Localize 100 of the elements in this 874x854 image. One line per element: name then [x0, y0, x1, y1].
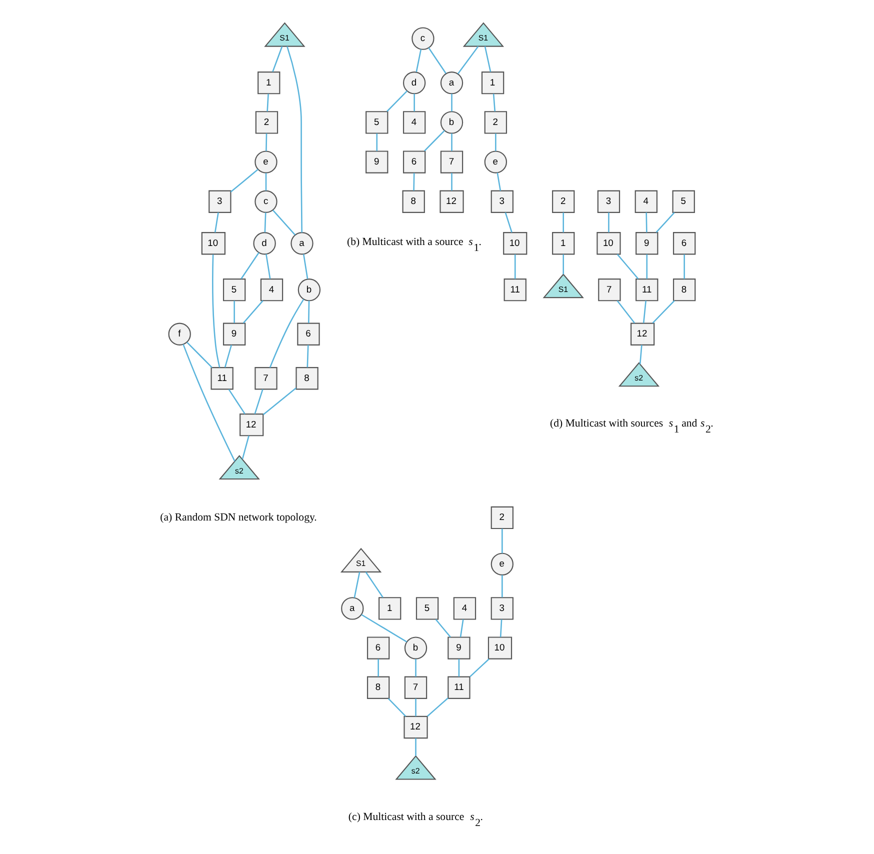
node-box: 9: [222, 322, 246, 346]
connector: [264, 212, 266, 232]
connector: [451, 172, 452, 191]
node-box: 3: [208, 190, 232, 213]
connector: [186, 342, 213, 368]
connector: [502, 528, 503, 554]
connector: [415, 698, 416, 716]
node-box: 1: [258, 72, 280, 94]
node-box: 11: [210, 367, 234, 390]
node-circle: b: [440, 111, 464, 134]
connector: [214, 212, 219, 232]
connector: [504, 212, 512, 233]
connector: [424, 130, 445, 152]
connector: [484, 46, 492, 72]
connector: [652, 300, 675, 324]
connector: [308, 300, 310, 324]
node-circle: d: [402, 72, 426, 94]
node-box: 4: [453, 597, 476, 620]
connector: [365, 572, 384, 598]
node-box: 12: [404, 716, 428, 739]
node-box: 6: [366, 636, 390, 660]
node-circle: e: [490, 552, 514, 576]
connector: [286, 46, 302, 233]
connector: [616, 254, 639, 280]
node-box: 1: [378, 597, 402, 620]
connector: [224, 344, 232, 368]
connector: [562, 254, 564, 274]
connector: [451, 94, 452, 112]
node-box: 3: [597, 190, 620, 213]
node-box: 10: [503, 232, 528, 255]
connector: [415, 738, 416, 756]
connector: [302, 254, 308, 279]
node-box: 7: [404, 676, 428, 699]
node-box: 8: [672, 278, 696, 302]
node-circle: f: [168, 322, 191, 346]
node-circle: a: [290, 232, 314, 255]
node-box: 9: [448, 636, 470, 660]
connector: [388, 698, 406, 717]
node-circle: a: [440, 72, 464, 94]
node-box: 3: [490, 190, 514, 213]
node-box: 12: [440, 190, 464, 213]
connector: [428, 47, 446, 74]
node-box: 9: [636, 232, 658, 255]
connector: [266, 133, 268, 152]
node-box: 1: [552, 232, 575, 255]
connector: [500, 619, 502, 638]
connector: [386, 90, 408, 112]
connector: [272, 210, 296, 236]
connector: [496, 172, 502, 191]
connector: [492, 94, 496, 112]
connector: [182, 344, 236, 462]
node-box: 11: [636, 278, 658, 302]
connector: [306, 344, 309, 368]
node-box: 5: [222, 278, 246, 302]
node-box: 4: [260, 278, 284, 302]
node-box: 10: [201, 232, 226, 255]
connector: [242, 300, 264, 324]
connector: [266, 94, 269, 112]
node-box: 9: [366, 150, 388, 174]
connector: [265, 172, 267, 191]
node-box: 7: [598, 278, 621, 302]
node-circle: d: [253, 232, 276, 255]
node-circle: e: [484, 150, 508, 174]
node-box: 8: [402, 190, 425, 213]
connector: [642, 300, 646, 324]
node-box: 7: [440, 150, 464, 174]
node-box: 1: [481, 72, 504, 94]
connector: [414, 94, 415, 112]
connector: [376, 133, 378, 152]
connector: [212, 254, 220, 368]
node-box: 11: [504, 278, 526, 302]
node-circle: c: [254, 190, 278, 213]
node-box: 12: [630, 322, 655, 346]
connector: [413, 172, 415, 191]
connector: [639, 344, 642, 364]
connector: [470, 658, 490, 678]
connector: [266, 254, 271, 279]
connector: [646, 254, 648, 279]
connector: [684, 254, 685, 279]
connector: [262, 388, 296, 416]
connector: [228, 388, 246, 414]
connector: [646, 212, 648, 232]
node-circle: b: [404, 636, 428, 660]
connector: [460, 619, 464, 638]
node-box: 6: [297, 322, 320, 346]
node-box: 12: [240, 414, 264, 436]
node-box: 5: [672, 190, 695, 213]
node-box: 2: [490, 506, 514, 530]
node-box: 5: [366, 111, 388, 134]
connector: [378, 658, 379, 677]
node-box: 2: [255, 111, 278, 134]
node-box: 6: [402, 150, 426, 174]
connector: [616, 300, 636, 324]
connector: [502, 575, 503, 598]
connector: [415, 658, 416, 677]
connector: [242, 436, 250, 460]
connector: [435, 618, 451, 638]
node-box: 10: [596, 232, 621, 255]
node-circle: c: [412, 27, 434, 50]
connector: [451, 133, 452, 152]
